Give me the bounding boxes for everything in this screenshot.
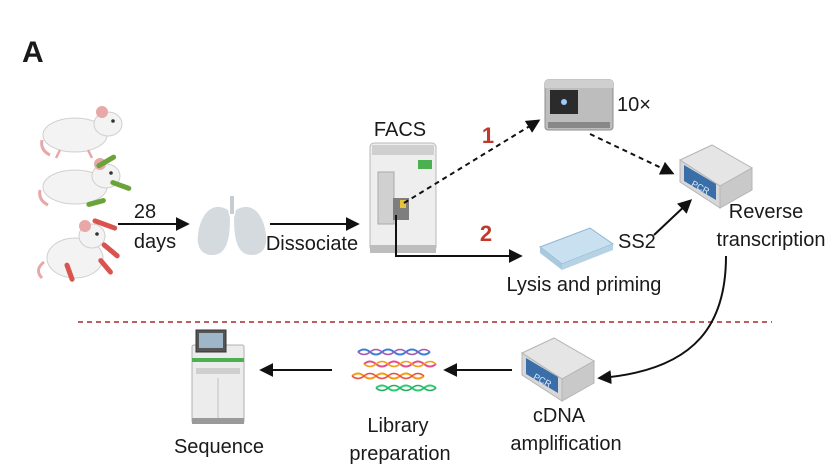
10x-to-pcr-arrow — [589, 133, 675, 175]
ss2-label: SS2 — [618, 231, 656, 253]
library-label-line2: preparation — [349, 443, 450, 465]
ss2-to-pcr-arrow — [653, 199, 693, 236]
cdna-label-line2: amplification — [510, 433, 621, 455]
sequence-label: Sequence — [174, 436, 264, 458]
dissociate-label: Dissociate — [266, 233, 358, 255]
facs-machine-icon — [369, 142, 437, 253]
duration-number-label: 28 — [134, 201, 156, 223]
10x-controller-icon — [544, 79, 614, 131]
library-label-line1: Library — [367, 415, 428, 437]
facs-label: FACS — [374, 119, 426, 141]
rt-to-cdna-arrow — [597, 255, 727, 385]
pcr-thermocycler-icon: PCR — [678, 144, 754, 209]
cdna-label-line1: cDNA — [533, 405, 586, 427]
well-plate-icon — [538, 227, 615, 270]
reverse-label-line1: Reverse — [729, 201, 803, 223]
dna-strands-icon — [351, 348, 437, 392]
10x-label: 10× — [617, 94, 651, 116]
pcr-thermocycler-icon: PCR — [520, 337, 596, 402]
mouse-treated-red-icon — [37, 218, 120, 282]
route-1-number: 1 — [482, 123, 494, 148]
lungs-icon — [197, 196, 267, 256]
route-2-number: 2 — [480, 221, 492, 246]
route-1-arrow — [403, 119, 541, 204]
lysis-label: Lysis and priming — [507, 274, 662, 296]
panel-label: A — [22, 36, 44, 69]
mouse-icon — [40, 106, 123, 159]
route-2-arrow — [395, 215, 523, 263]
sequencer-icon — [191, 329, 245, 424]
mouse-treated-green-icon — [38, 154, 132, 207]
duration-unit-label: days — [134, 231, 176, 253]
reverse-label-line2: transcription — [717, 229, 826, 251]
